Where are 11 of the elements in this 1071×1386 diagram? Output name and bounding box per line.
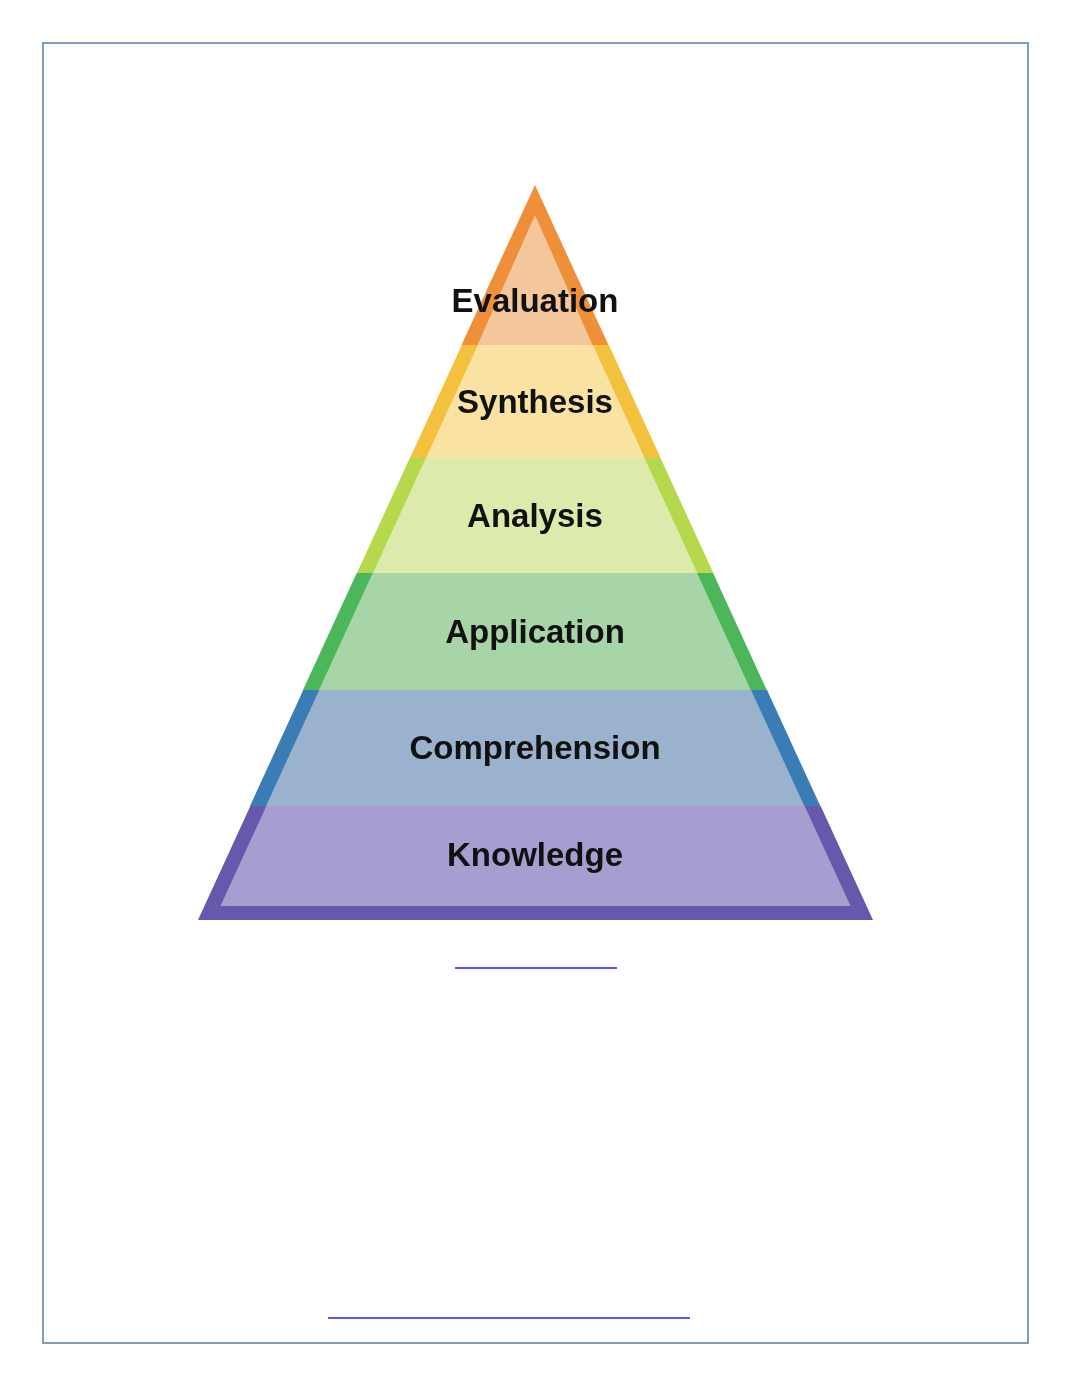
level-label: Analysis xyxy=(466,497,604,535)
pyramid-level xyxy=(249,690,821,806)
pyramid-level xyxy=(197,806,873,920)
level-label: Evaluation xyxy=(450,282,620,320)
level-label: Application xyxy=(444,613,626,651)
level-label: Synthesis xyxy=(456,383,614,421)
pyramid-level xyxy=(356,458,714,573)
pyramid-level xyxy=(409,345,661,458)
pyramid-level xyxy=(303,573,767,690)
level-label: Comprehension xyxy=(408,729,662,767)
level-label: Knowledge xyxy=(446,836,624,874)
